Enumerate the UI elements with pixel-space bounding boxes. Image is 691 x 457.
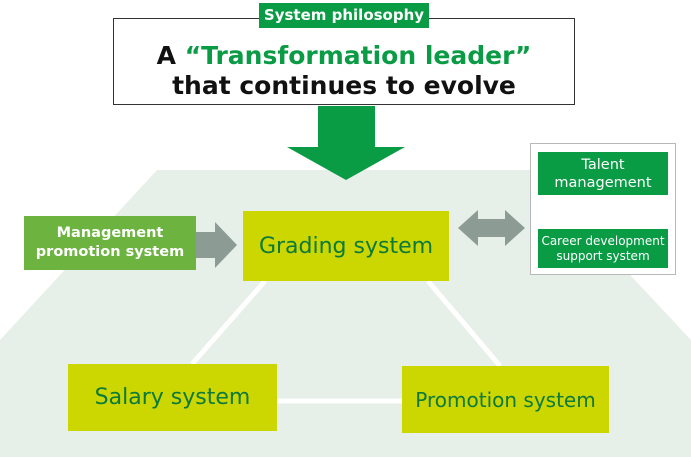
salary-label: Salary system — [94, 385, 251, 410]
philosophy-tag: System philosophy — [259, 3, 429, 28]
management-promotion-system-box: Management promotion system — [24, 216, 196, 270]
grading-label: Grading system — [258, 233, 434, 259]
title-highlight: “Transformation leader” — [184, 41, 532, 70]
career-development-box: Career development support system — [538, 229, 668, 268]
philosophy-box: A “Transformation leader” that continues… — [113, 18, 575, 105]
philosophy-title-line2: that continues to evolve — [172, 71, 516, 100]
management-label: Management promotion system — [35, 225, 185, 260]
grading-system-box: Grading system — [243, 211, 449, 281]
promotion-label: Promotion system — [415, 387, 596, 412]
connector-grading-salary — [190, 279, 267, 366]
double-arrow-icon — [458, 210, 525, 246]
philosophy-title-line1: A “Transformation leader” — [114, 41, 574, 71]
talent-label: Talent management — [554, 156, 652, 191]
salary-system-box: Salary system — [68, 364, 277, 431]
down-arrow-icon — [287, 106, 405, 180]
career-label: Career development support system — [541, 233, 665, 263]
connector-grading-promotion — [426, 279, 502, 368]
title-prefix: A — [156, 41, 185, 70]
promotion-system-box: Promotion system — [402, 366, 609, 433]
right-arrow-icon — [196, 222, 237, 268]
talent-management-box: Talent management — [538, 152, 668, 195]
